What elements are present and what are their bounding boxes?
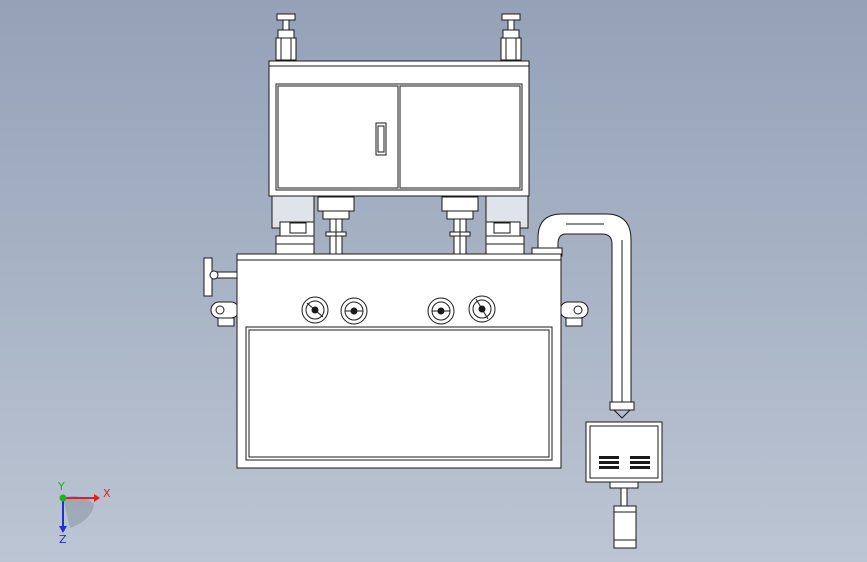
z-axis-label: Z [59, 533, 67, 546]
valve-handwheel-4 [468, 295, 496, 323]
bent-pipe [531, 213, 632, 403]
valve-handwheel-3 [427, 297, 455, 325]
x-arrowhead-icon [94, 494, 100, 502]
valve-handwheel-2 [340, 297, 368, 325]
x-axis-label: X [103, 487, 111, 500]
top-cabinet [268, 60, 530, 197]
pipe-clamp [609, 401, 635, 419]
valve-handwheel-1 [301, 296, 329, 324]
insulator-left-outer [271, 195, 315, 257]
insulator-left-inner [317, 196, 355, 256]
y-axis-label: Y [57, 480, 65, 493]
y-axis-dot [59, 494, 67, 502]
vent-grille-left [599, 456, 619, 469]
insulator-right-inner [441, 196, 479, 256]
z-arrowhead-icon [59, 526, 67, 533]
lifting-eye-right [500, 13, 522, 61]
mounting-bracket-right [559, 301, 589, 327]
cylinder-weight [613, 487, 637, 549]
side-handwheel [203, 257, 239, 297]
main-tank [236, 253, 562, 469]
lifting-eye-left [275, 13, 297, 61]
cabinet-door-right [399, 85, 521, 189]
mounting-bracket-left [210, 301, 240, 327]
terminal-box [585, 421, 663, 489]
insulator-right-outer [485, 195, 529, 257]
vent-grille-right [630, 456, 650, 469]
front-access-panel [245, 326, 553, 461]
